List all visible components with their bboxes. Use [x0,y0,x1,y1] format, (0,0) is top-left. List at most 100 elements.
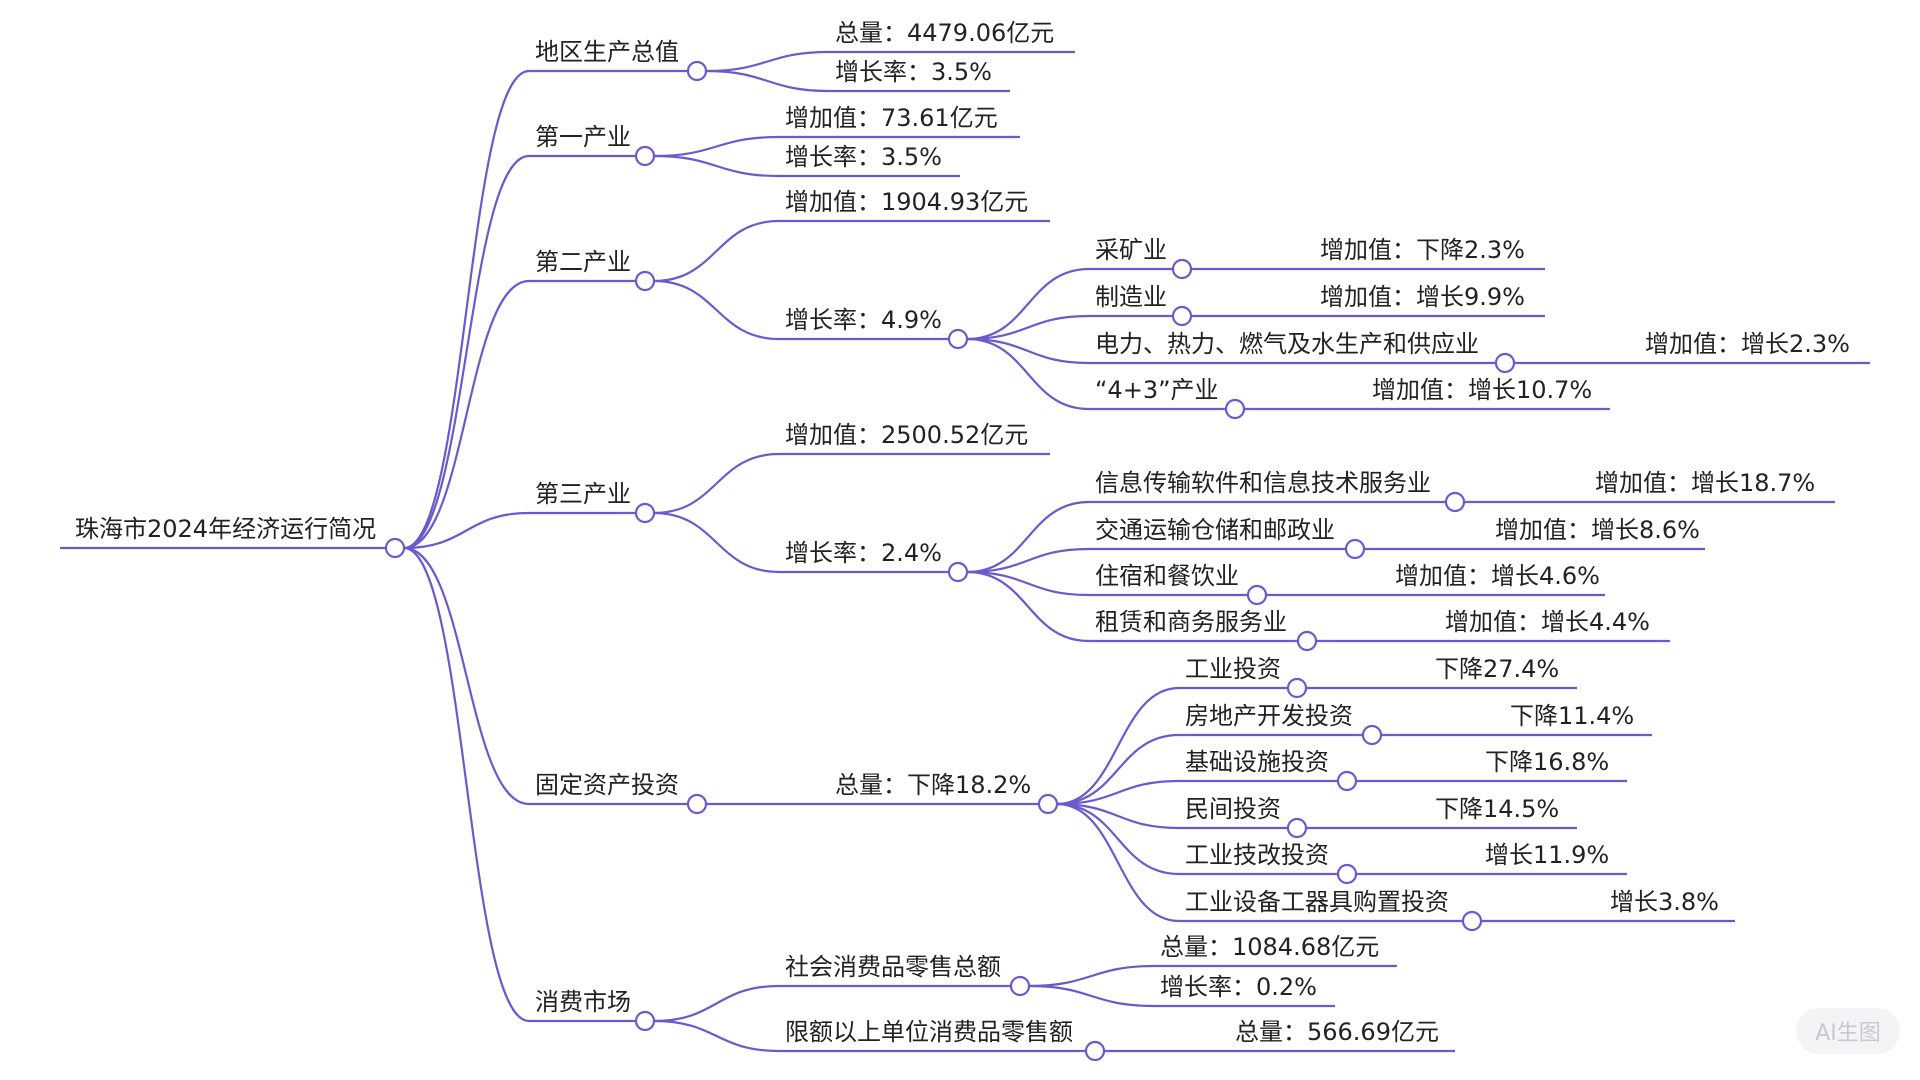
node-4-0-5-0-label: 增长3.8% [1610,888,1719,916]
node-4-0-3-0-label: 下降14.5% [1435,795,1559,823]
node-4-0-3-label: 民间投资 [1185,795,1281,823]
node-2-1-2-expand-circle[interactable] [1494,352,1516,374]
root-expand-circle[interactable] [384,537,406,559]
node-0-label: 地区生产总值 [535,38,679,66]
edge-node-3-1-to-node-3-1-2 [966,570,1090,597]
node-1-label: 第一产业 [535,123,631,151]
edge-root-to-node-1 [403,154,530,550]
node-1-0-label: 增加值：73.61亿元 [785,104,998,132]
node-2-expand-circle[interactable] [634,270,656,292]
node-5-expand-circle[interactable] [634,1010,656,1032]
edge-node-0-to-node-0-0 [705,50,830,73]
node-4-label: 固定资产投资 [535,771,679,799]
node-3-1-1-expand-circle[interactable] [1344,538,1366,560]
node-2-1-2-label: 电力、热力、燃气及水生产和供应业 [1095,330,1479,358]
node-4-0-1-label: 房地产开发投资 [1185,702,1353,730]
mindmap-underlines [60,50,1870,1053]
edge-node-3-to-node-3-1 [653,511,780,574]
node-2-1-label: 增长率：4.9% [785,306,942,334]
node-2-1-3-expand-circle[interactable] [1224,398,1246,420]
node-1-1-label: 增长率：3.5% [785,143,942,171]
edge-node-4-0-to-node-4-0-2 [1056,779,1180,806]
node-3-1-1-label: 交通运输仓储和邮政业 [1095,516,1335,544]
node-4-0-2-expand-circle[interactable] [1336,770,1358,792]
edge-node-1-to-node-1-1 [653,154,780,178]
edge-node-4-0-to-node-4-0-5 [1056,802,1180,923]
edge-node-2-1-to-node-2-1-2 [966,337,1090,365]
node-5-0-expand-circle[interactable] [1009,975,1031,997]
node-2-1-expand-circle[interactable] [947,328,969,350]
edge-node-4-0-to-node-4-0-1 [1056,733,1180,806]
node-4-0-label: 总量：下降18.2% [835,771,1031,799]
node-0-1-label: 增长率：3.5% [835,58,992,86]
node-3-1-3-0-label: 增加值：增长4.4% [1445,608,1650,636]
root-label: 珠海市2024年经济运行简况 [75,515,376,543]
node-4-0-0-0-label: 下降27.4% [1435,655,1559,683]
node-4-0-0-expand-circle[interactable] [1286,677,1308,699]
node-3-1-0-label: 信息传输软件和信息技术服务业 [1095,469,1431,497]
node-2-1-0-expand-circle[interactable] [1171,258,1193,280]
node-2-1-1-expand-circle[interactable] [1171,305,1193,327]
edge-root-to-node-0 [403,69,530,550]
edge-node-2-to-node-2-0 [653,219,780,283]
edge-root-to-node-5 [403,546,530,1023]
node-4-0-expand-circle[interactable] [1037,793,1059,815]
edge-node-3-1-to-node-3-1-1 [966,547,1090,574]
node-2-1-0-0-label: 增加值：下降2.3% [1320,236,1525,264]
node-2-1-1-0-label: 增加值：增长9.9% [1320,283,1525,311]
node-3-1-3-expand-circle[interactable] [1296,630,1318,652]
node-3-1-2-expand-circle[interactable] [1246,584,1268,606]
node-4-expand-circle[interactable] [686,793,708,815]
node-3-1-0-expand-circle[interactable] [1444,491,1466,513]
edge-node-5-0-to-node-5-0-0 [1028,964,1155,988]
edge-node-3-to-node-3-0 [653,452,780,515]
edge-node-2-1-to-node-2-1-1 [966,314,1090,341]
node-1-expand-circle[interactable] [634,145,656,167]
node-5-0-label: 社会消费品零售总额 [785,953,1001,981]
mindmap-edges [403,50,1639,1053]
node-4-0-5-label: 工业设备工器具购置投资 [1185,888,1449,916]
node-5-label: 消费市场 [535,988,631,1016]
node-2-0-label: 增加值：1904.93亿元 [785,188,1028,216]
edge-node-4-0-to-node-4-0-4 [1056,802,1180,876]
node-3-expand-circle[interactable] [634,502,656,524]
node-3-1-2-label: 住宿和餐饮业 [1095,562,1239,590]
edge-node-3-1-to-node-3-1-0 [966,500,1090,574]
node-3-1-1-0-label: 增加值：增长8.6% [1495,516,1700,544]
node-2-1-3-0-label: 增加值：增长10.7% [1372,376,1592,404]
node-5-1-0-label: 总量：566.69亿元 [1235,1018,1439,1046]
edge-node-5-0-to-node-5-0-1 [1028,984,1155,1008]
edge-node-0-to-node-0-1 [705,69,830,93]
edge-node-2-1-to-node-2-1-0 [966,267,1090,341]
node-3-1-label: 增长率：2.4% [785,539,942,567]
node-4-0-1-expand-circle[interactable] [1361,724,1383,746]
node-3-1-expand-circle[interactable] [947,561,969,583]
mindmap-node-circles [384,60,1516,1062]
node-3-1-0-0-label: 增加值：增长18.7% [1595,469,1815,497]
edge-node-2-1-to-node-2-1-3 [966,337,1090,411]
edge-root-to-node-3 [403,511,530,550]
node-4-0-5-expand-circle[interactable] [1461,910,1483,932]
node-2-1-2-0-label: 增加值：增长2.3% [1645,330,1850,358]
node-4-0-4-expand-circle[interactable] [1336,863,1358,885]
node-0-expand-circle[interactable] [686,60,708,82]
node-5-1-expand-circle[interactable] [1084,1040,1106,1062]
node-2-1-0-label: 采矿业 [1095,236,1167,264]
node-4-0-4-0-label: 增长11.9% [1485,841,1609,869]
node-4-0-4-label: 工业技改投资 [1185,841,1329,869]
node-2-1-3-label: “4+3”产业 [1095,376,1219,404]
edge-node-5-to-node-5-0 [653,984,780,1023]
node-3-0-label: 增加值：2500.52亿元 [785,421,1028,449]
node-5-0-0-label: 总量：1084.68亿元 [1160,933,1379,961]
node-4-0-3-expand-circle[interactable] [1286,817,1308,839]
node-3-1-3-label: 租赁和商务服务业 [1095,608,1287,636]
edge-root-to-node-2 [403,279,530,550]
node-4-0-2-label: 基础设施投资 [1185,748,1329,776]
node-4-0-2-0-label: 下降16.8% [1485,748,1609,776]
edge-root-to-node-4 [403,546,530,806]
mindmap-labels: 珠海市2024年经济运行简况地区生产总值总量：4479.06亿元增长率：3.5%… [75,19,1850,1046]
node-2-label: 第二产业 [535,248,631,276]
edge-node-4-0-to-node-4-0-3 [1056,802,1180,830]
edge-node-3-1-to-node-3-1-3 [966,570,1090,643]
